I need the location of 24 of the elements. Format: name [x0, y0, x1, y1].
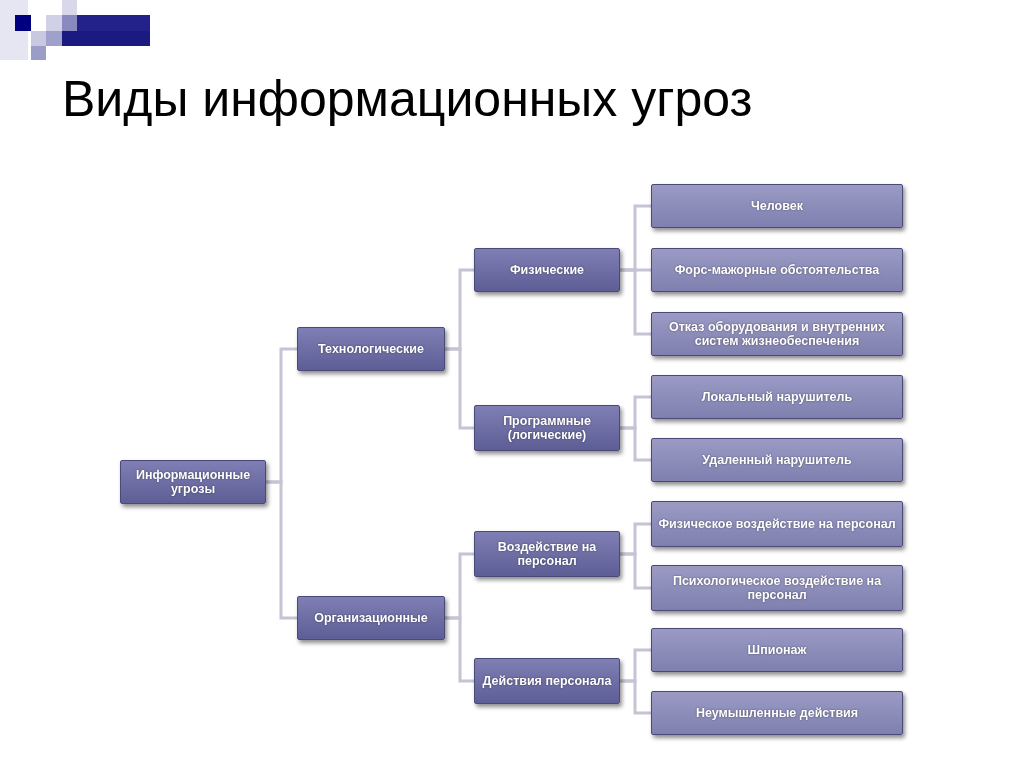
category-box: Действия персонала [474, 658, 620, 704]
category-box: Физические [474, 248, 620, 292]
category-box: Шпионаж [651, 628, 903, 672]
category-box: Удаленный нарушитель [651, 438, 903, 482]
category-box: Организационные [297, 596, 445, 640]
connector-line [620, 268, 651, 336]
category-box: Физическое воздействие на персонал [651, 501, 903, 547]
connector-line [266, 480, 297, 620]
category-box: Неумышленные действия [651, 691, 903, 735]
category-box: Информационные угрозы [120, 460, 266, 504]
connector-line [620, 426, 651, 462]
category-box: Форс-мажорные обстоятельства [651, 248, 903, 292]
connector-line [445, 347, 474, 430]
category-box: Технологические [297, 327, 445, 371]
connector-line [620, 552, 651, 590]
connector-line [620, 679, 651, 715]
category-box: Программные (логические) [474, 405, 620, 451]
category-box: Человек [651, 184, 903, 228]
connector-line [445, 616, 474, 683]
category-box: Воздействие на персонал [474, 531, 620, 577]
title: Виды информационных угроз [62, 70, 753, 128]
category-box: Отказ оборудования и внутренних систем жизнеобеспечения [651, 312, 903, 356]
category-box: Локальный нарушитель [651, 375, 903, 419]
category-box: Психологическое воздействие на персонал [651, 565, 903, 611]
